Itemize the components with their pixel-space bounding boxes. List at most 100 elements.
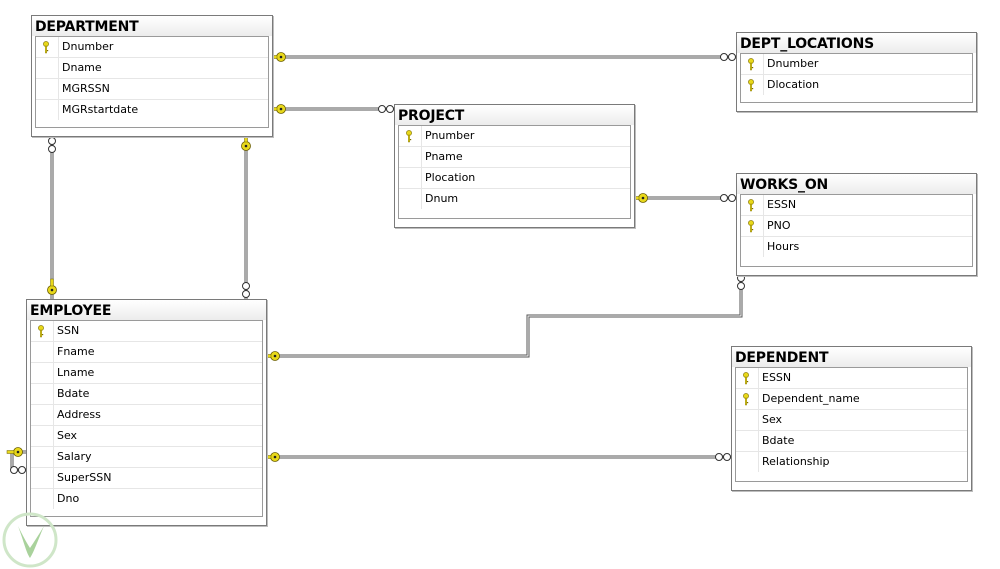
table-title[interactable]: DEPT_LOCATIONS bbox=[737, 33, 976, 53]
column-name: ESSN bbox=[767, 198, 797, 211]
column-row[interactable]: Dnumber bbox=[36, 37, 268, 58]
key-cell bbox=[736, 389, 759, 409]
column-name: Dnumber bbox=[767, 57, 819, 70]
key-icon bbox=[263, 452, 280, 462]
table-title[interactable]: EMPLOYEE bbox=[27, 300, 266, 320]
column-row[interactable]: Dependent_name bbox=[736, 389, 967, 410]
key-cell bbox=[736, 410, 759, 430]
column-row[interactable]: Bdate bbox=[736, 431, 967, 452]
column-row[interactable]: Sex bbox=[736, 410, 967, 431]
relationship-line bbox=[266, 274, 743, 358]
infinity-icon bbox=[715, 453, 731, 461]
table-title[interactable]: PROJECT bbox=[395, 105, 634, 125]
key-cell bbox=[741, 54, 764, 74]
key-icon bbox=[743, 372, 749, 385]
table-title[interactable]: DEPARTMENT bbox=[32, 16, 272, 36]
key-cell bbox=[399, 126, 422, 146]
key-icon bbox=[748, 58, 754, 71]
key-cell bbox=[36, 79, 59, 99]
column-row[interactable]: MGRstartdate bbox=[36, 100, 268, 120]
column-row[interactable]: SuperSSN bbox=[31, 468, 262, 489]
key-cell bbox=[736, 452, 759, 472]
column-row[interactable]: Pnumber bbox=[399, 126, 630, 147]
column-row[interactable]: Pname bbox=[399, 147, 630, 168]
key-cell bbox=[36, 37, 59, 57]
column-name: SuperSSN bbox=[57, 471, 112, 484]
column-name: Plocation bbox=[425, 171, 476, 184]
column-name: PNO bbox=[767, 219, 791, 232]
key-cell bbox=[31, 342, 54, 362]
column-name: Sex bbox=[762, 413, 783, 426]
column-list: ESSN PNO Hours bbox=[740, 194, 973, 267]
column-name: ESSN bbox=[762, 371, 792, 384]
key-cell bbox=[741, 237, 764, 257]
column-row[interactable]: Salary bbox=[31, 447, 262, 468]
key-icon bbox=[748, 220, 754, 233]
column-row[interactable]: Hours bbox=[741, 237, 972, 257]
key-cell bbox=[31, 405, 54, 425]
column-name: Salary bbox=[57, 450, 92, 463]
column-row[interactable]: Bdate bbox=[31, 384, 262, 405]
column-name: Sex bbox=[57, 429, 78, 442]
column-name: Bdate bbox=[57, 387, 90, 400]
key-cell bbox=[399, 147, 422, 167]
key-cell bbox=[741, 195, 764, 215]
column-name: MGRstartdate bbox=[62, 103, 139, 116]
column-row[interactable]: MGRSSN bbox=[36, 79, 268, 100]
column-row[interactable]: Address bbox=[31, 405, 262, 426]
column-name: Pnumber bbox=[425, 129, 475, 142]
key-icon bbox=[47, 278, 57, 295]
infinity-icon bbox=[242, 282, 250, 298]
column-name: Relationship bbox=[762, 455, 830, 468]
key-cell bbox=[36, 100, 59, 120]
column-row[interactable]: Relationship bbox=[736, 452, 967, 472]
column-row[interactable]: Plocation bbox=[399, 168, 630, 189]
column-row[interactable]: Dnum bbox=[399, 189, 630, 209]
key-cell bbox=[36, 58, 59, 78]
column-row[interactable]: ESSN bbox=[736, 368, 967, 389]
key-cell bbox=[399, 168, 422, 188]
key-icon bbox=[631, 193, 648, 203]
infinity-icon bbox=[720, 194, 736, 202]
key-cell bbox=[31, 468, 54, 488]
column-name: Dependent_name bbox=[762, 392, 860, 405]
table-works-on[interactable]: WORKS_ON ESSN PNO Hours bbox=[736, 173, 977, 276]
column-row[interactable]: PNO bbox=[741, 216, 972, 237]
key-cell bbox=[736, 368, 759, 388]
column-name: Lname bbox=[57, 366, 95, 379]
column-row[interactable]: Lname bbox=[31, 363, 262, 384]
column-row[interactable]: Dname bbox=[36, 58, 268, 79]
column-name: Dlocation bbox=[767, 78, 820, 91]
column-row[interactable]: ESSN bbox=[741, 195, 972, 216]
table-dept-locations[interactable]: DEPT_LOCATIONS Dnumber Dlocation bbox=[736, 32, 977, 112]
key-cell bbox=[31, 363, 54, 383]
table-title[interactable]: DEPENDENT bbox=[732, 347, 971, 367]
key-cell bbox=[31, 489, 54, 509]
key-icon bbox=[38, 325, 44, 338]
table-title[interactable]: WORKS_ON bbox=[737, 174, 976, 194]
key-icon bbox=[748, 79, 754, 92]
relationship-line-inner bbox=[266, 274, 742, 357]
key-cell bbox=[31, 426, 54, 446]
column-row[interactable]: Dlocation bbox=[741, 75, 972, 95]
key-icon bbox=[406, 130, 412, 143]
key-icon bbox=[269, 52, 286, 62]
infinity-icon bbox=[10, 466, 26, 474]
column-name: Fname bbox=[57, 345, 95, 358]
column-row[interactable]: Sex bbox=[31, 426, 262, 447]
column-name: Pname bbox=[425, 150, 463, 163]
key-icon bbox=[748, 199, 754, 212]
infinity-icon bbox=[737, 274, 745, 290]
column-row[interactable]: Dno bbox=[31, 489, 262, 509]
column-row[interactable]: SSN bbox=[31, 321, 262, 342]
column-row[interactable]: Dnumber bbox=[741, 54, 972, 75]
column-row[interactable]: Fname bbox=[31, 342, 262, 363]
infinity-icon bbox=[378, 105, 394, 113]
